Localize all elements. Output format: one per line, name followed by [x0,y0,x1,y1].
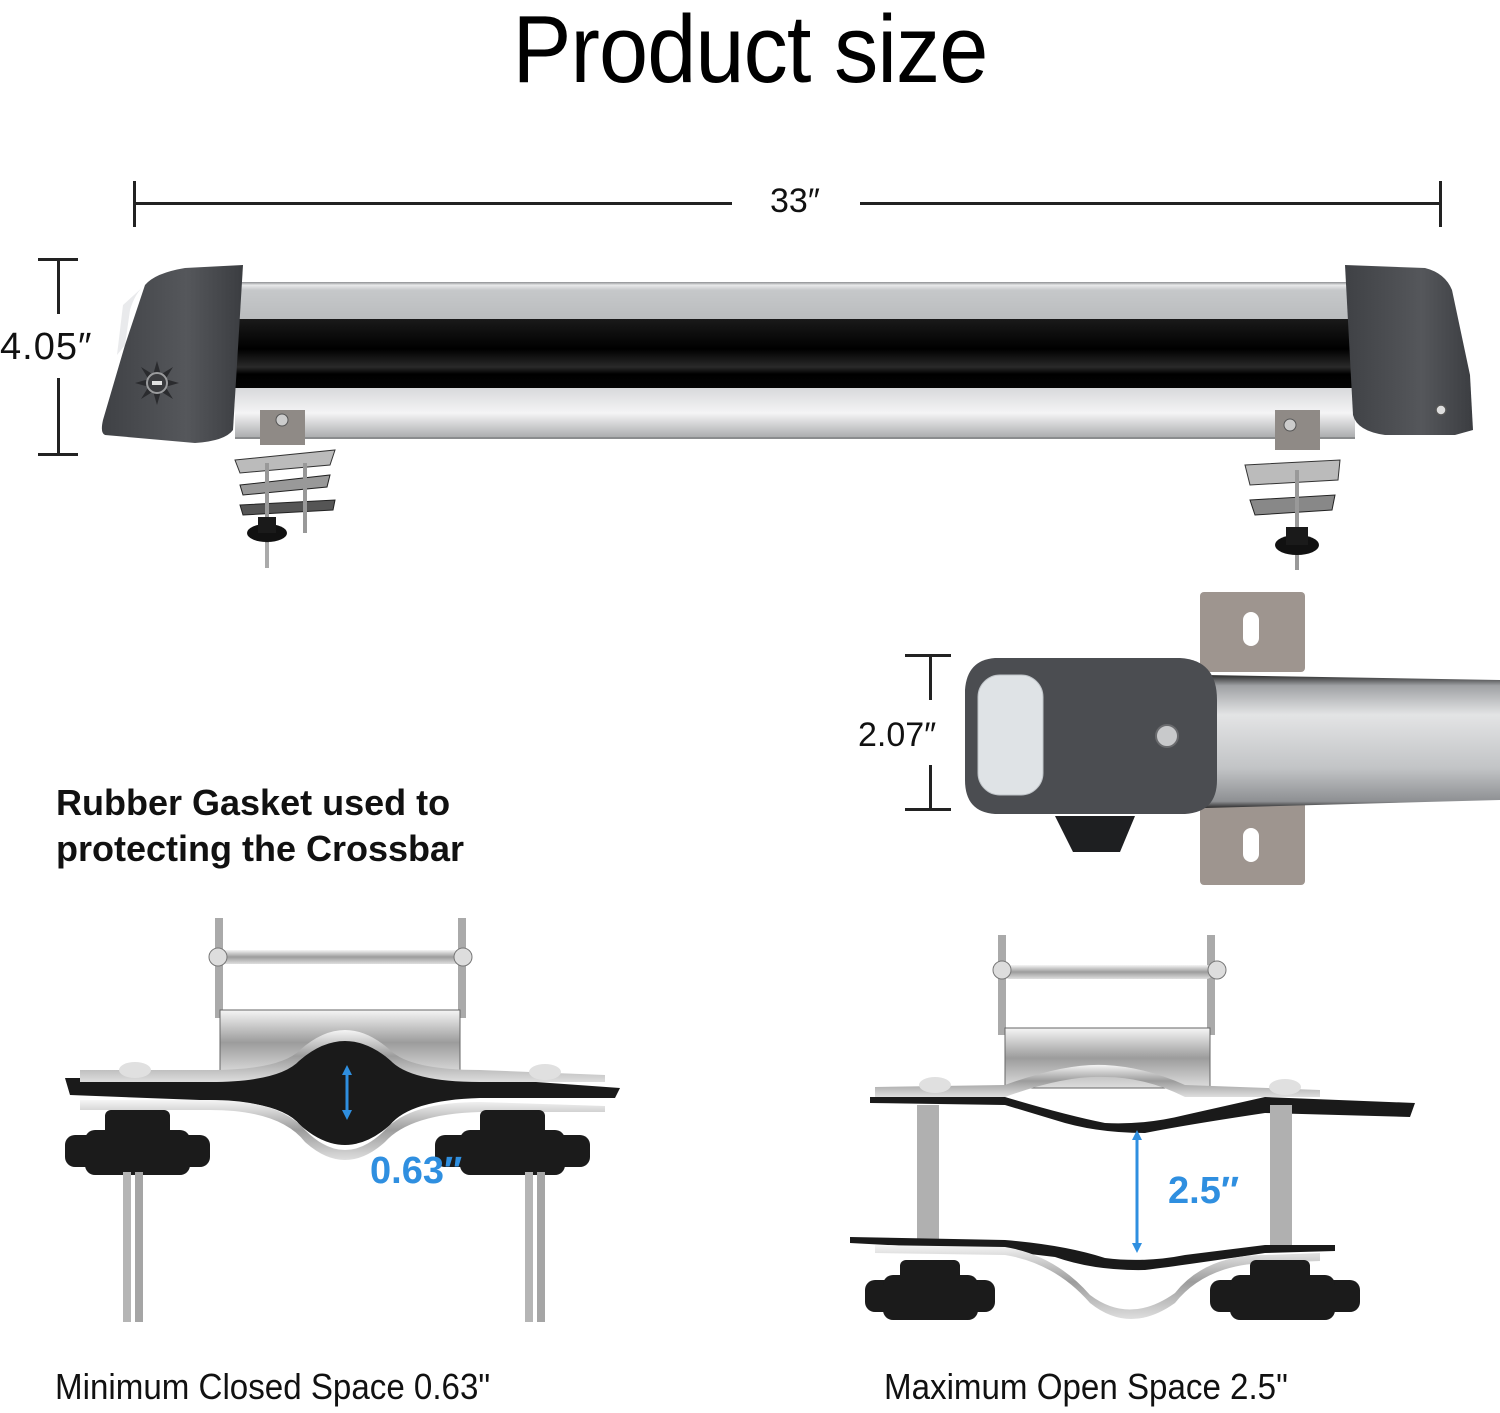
dimension-line-top [929,655,932,700]
open-clamp-image [845,925,1435,1345]
open-space-label: Maximum Open Space 2.5" [884,1366,1288,1407]
dimension-tick-bottom [38,453,78,456]
ski-rack-image [95,255,1495,585]
end-cap-detail-image [955,590,1500,890]
closed-space-measure: 0.63″ [370,1150,463,1192]
dimension-tick-right [1439,181,1442,227]
closed-clamp-image [60,910,640,1330]
length-label: 33″ [770,182,820,221]
caption-line-1: Rubber Gasket used to [56,782,451,823]
closed-space-label: Minimum Closed Space 0.63" [55,1366,491,1407]
dimension-line-bottom [929,765,932,809]
gasket-caption: Rubber Gasket used to protecting the Cro… [56,780,464,872]
dimension-line-bottom [57,378,60,454]
dimension-line-top [57,259,60,314]
dimension-tick-left [133,181,136,227]
caption-line-2: protecting the Crossbar [56,828,465,869]
dimension-tick-bottom [905,808,951,811]
open-space-measure: 2.5″ [1168,1170,1240,1212]
height-label: 4.05″ [0,326,93,369]
dimension-line-right [860,202,1440,205]
end-cap-height-label: 2.07″ [858,716,937,755]
dimension-line-left [135,202,732,205]
dimension-tick-top [905,654,951,657]
page-title: Product size [512,0,989,103]
